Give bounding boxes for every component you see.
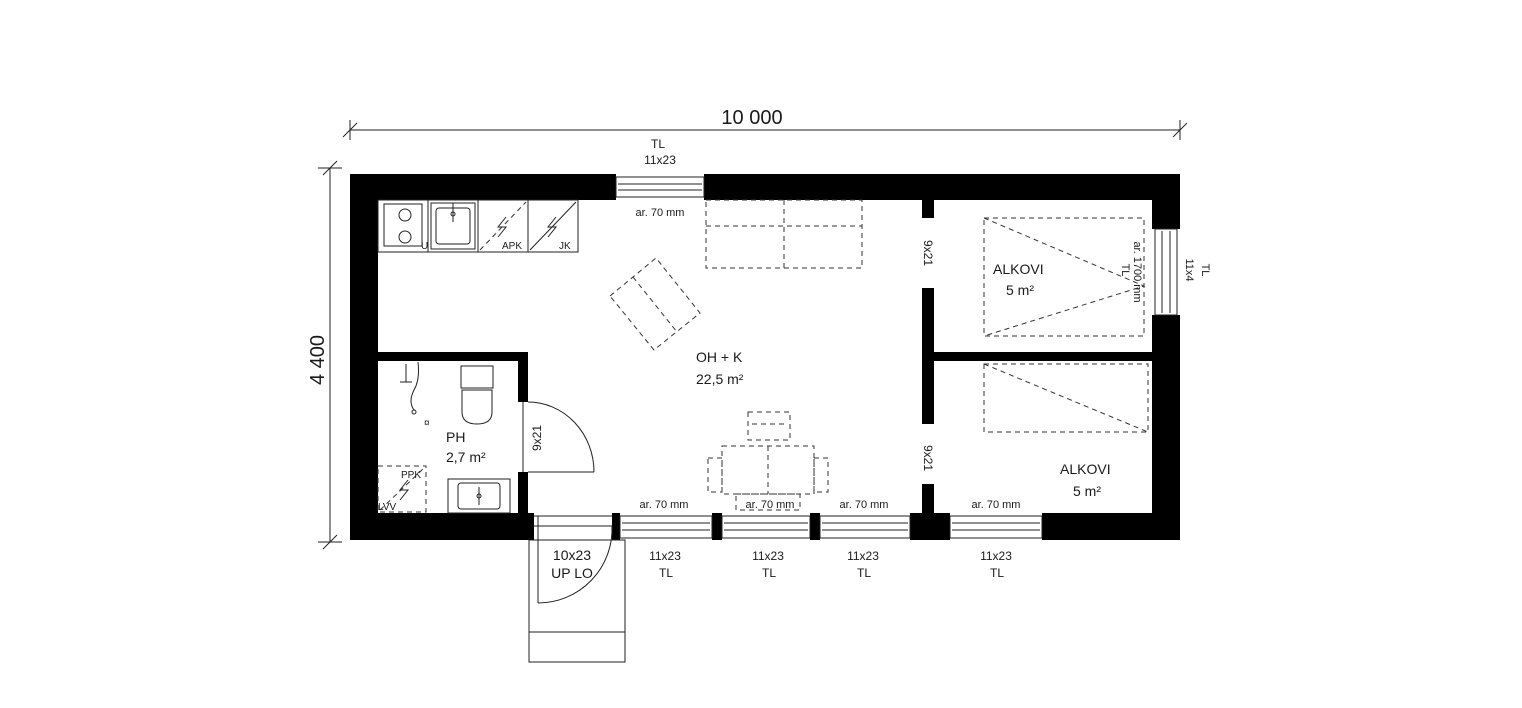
armchair [609, 257, 701, 351]
window-bottom-3-size: 11x23 [847, 549, 879, 563]
toilet-icon [460, 365, 494, 425]
window-bottom-4-type: TL [990, 566, 1004, 580]
entrance-door: 10x23 UP LO [534, 515, 613, 604]
bathroom-area: 2,7 m² [446, 449, 486, 465]
bathroom-door: 9x21 [522, 401, 595, 473]
alcove-lower-door-size: 9x21 [921, 445, 935, 471]
sofa [705, 199, 863, 269]
window-bottom-1-type: TL [659, 566, 673, 580]
window-bottom-4: ar. 70 mm 11x23 TL [949, 499, 1043, 580]
dimension-width: 10 000 [342, 107, 1188, 140]
fridge-icon: JK [529, 201, 577, 252]
window-bottom-1-sill: ar. 70 mm [640, 499, 689, 511]
entrance-door-type: UP LO [551, 565, 593, 581]
floor-drain-icon: ¤ [424, 418, 430, 429]
window-right-type: TL [1199, 264, 1211, 277]
bed-lower [983, 363, 1149, 433]
stove-label: U [421, 241, 428, 252]
washer-icon: PPK LVV [377, 465, 427, 513]
dishwasher-label: APK [502, 241, 522, 252]
dimension-height: 4 400 [307, 160, 342, 550]
stove-icon: U [383, 203, 428, 252]
window-bottom-1-size: 11x23 [649, 549, 681, 563]
window-bottom-4-size: 11x23 [980, 549, 1012, 563]
exterior-walls [350, 174, 1180, 540]
entrance-door-size: 10x23 [553, 547, 591, 563]
alcove-upper-door-size: 9x21 [921, 240, 935, 266]
shower-icon: ¤ [400, 361, 430, 429]
alcove-upper-name: ALKOVI [993, 261, 1044, 277]
bed-upper [983, 217, 1146, 337]
living-room-name: OH + K [696, 349, 743, 365]
window-top-size: 11x23 [644, 153, 676, 167]
window-right-type-inner: TL [1119, 264, 1131, 277]
window-top-type: TL [651, 137, 665, 151]
window-top-sill: ar. 70 mm [636, 207, 685, 219]
washer-label: PPK [401, 470, 421, 481]
window-bottom-2-size: 11x23 [752, 549, 784, 563]
kitchen-sink-icon [430, 202, 476, 250]
window-right: TL 11x4 ar. 1700 mm TL [1119, 228, 1211, 316]
dining-table [707, 411, 829, 511]
dishwasher-icon: APK [479, 201, 527, 252]
window-bottom-2-type: TL [762, 566, 776, 580]
window-bottom-2: ar. 70 mm 11x23 TL [721, 499, 811, 580]
window-bottom-1: ar. 70 mm 11x23 TL [619, 499, 713, 580]
window-bottom-3-sill: ar. 70 mm [840, 499, 889, 511]
window-bottom-4-sill: ar. 70 mm [972, 499, 1021, 511]
interior-walls [378, 200, 1152, 514]
width-label: 10 000 [721, 107, 782, 129]
living-room-area: 22,5 m² [696, 371, 744, 387]
window-bottom-2-sill: ar. 70 mm [746, 499, 795, 511]
kitchen-counter [377, 199, 579, 253]
window-right-size: 11x4 [1183, 258, 1195, 281]
water-heater-label: LVV [378, 502, 396, 513]
alcove-lower-name: ALKOVI [1060, 461, 1111, 477]
window-right-sill: ar. 1700 mm [1131, 241, 1143, 302]
window-bottom-3: ar. 70 mm 11x23 TL [819, 499, 911, 580]
window-top: TL 11x23 ar. 70 mm [615, 137, 705, 219]
porch-step [528, 539, 626, 663]
alcove-upper-area: 5 m² [1006, 282, 1034, 298]
window-bottom-3-type: TL [857, 566, 871, 580]
fridge-label: JK [559, 241, 571, 252]
alcove-lower-area: 5 m² [1073, 483, 1101, 499]
height-label: 4 400 [307, 335, 329, 385]
bathroom-sink-icon [447, 478, 511, 514]
bathroom-door-size: 9x21 [530, 425, 544, 451]
bathroom-name: PH [446, 429, 465, 445]
